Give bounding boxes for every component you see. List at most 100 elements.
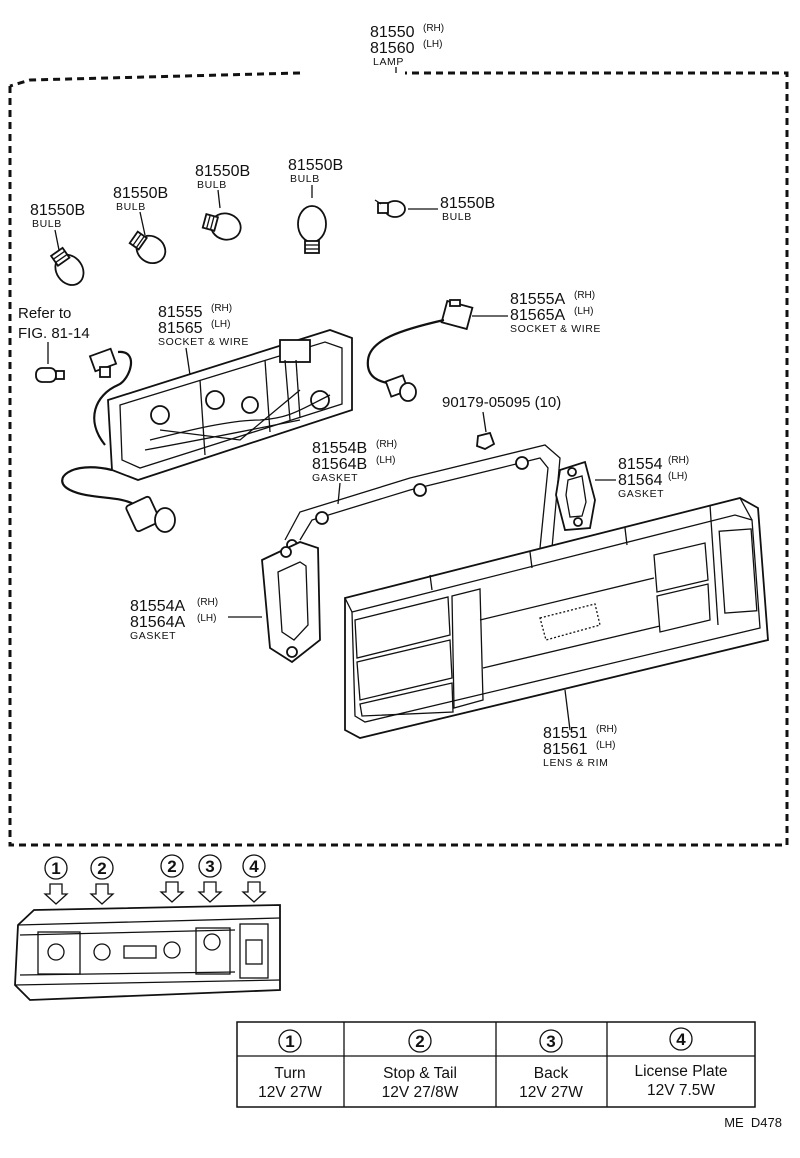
lens-pn-rh: 81551 [543, 725, 588, 742]
position-marker-2a: 2 [89, 856, 115, 905]
gasket-a-pn-rh: 81554A [130, 598, 185, 615]
bulb-spec-2-spec: 12V 27/8W [382, 1084, 459, 1101]
bulb-5-icon [374, 199, 406, 218]
side-wire [366, 318, 445, 386]
socket-wire-main-lh: (LH) [211, 319, 230, 330]
screw-pn: 90179-05095 (10) [442, 394, 561, 411]
bulb-spec-3-num: 3 [546, 1032, 555, 1051]
position-marker-1: 1 [43, 856, 69, 905]
socket-wire-side-name: SOCKET & WIRE [510, 323, 601, 335]
position-marker-2a-num: 2 [97, 859, 106, 878]
assembly-boundary-top [9, 71, 301, 88]
bulb-3-icon [201, 212, 242, 241]
bulb-1: 81550B BULB [30, 202, 85, 286]
bulb-spec-3-name: Back [534, 1065, 569, 1082]
screw-label: 90179-05095 (10) [442, 394, 561, 433]
socket-wire-side-label: 81555A (RH) 81565A (LH) SOCKET & WIRE [472, 290, 601, 335]
assembly-name: LAMP [373, 56, 404, 68]
bulb-2-icon [128, 230, 167, 265]
lens-pn-lh: 81561 [543, 741, 588, 758]
harness-wire-lower [61, 466, 136, 506]
gasket-small-pn-lh: 81564 [618, 472, 663, 489]
gasket-a-frame [261, 541, 321, 664]
socket-wire-main-leader [185, 347, 191, 376]
bulb-2-name: BULB [116, 201, 146, 213]
small-wedge-bulb-icon [35, 367, 65, 383]
harness-socket-upper [88, 347, 118, 378]
bulb-5-pn: 81550B [440, 195, 495, 212]
bulb-5-name: BULB [442, 211, 472, 223]
assembly-pn-rh: 81550 [370, 24, 415, 41]
harness-plate [107, 329, 353, 481]
position-marker-3-num: 3 [205, 857, 214, 876]
gasket-b-leader [337, 482, 341, 505]
lens-lh: (LH) [596, 740, 615, 751]
bulb-2-leader [139, 211, 146, 236]
harness-socket-lower [125, 495, 176, 533]
bulb-3-leader [217, 189, 221, 209]
bulb-1-icon [49, 246, 85, 286]
position-marker-1-num: 1 [51, 859, 60, 878]
socket-wire-main-name: SOCKET & WIRE [158, 336, 249, 348]
reference-line-1: Refer to [18, 305, 71, 322]
socket-wire-side-lh: (LH) [574, 306, 593, 317]
socket-wire-main-pn-rh: 81555 [158, 304, 203, 321]
gasket-b-rh: (RH) [376, 439, 397, 450]
bulb-3: 81550B BULB [195, 163, 250, 241]
position-marker-4-num: 4 [249, 857, 259, 876]
reference-note: Refer to FIG. 81-14 [18, 305, 90, 383]
bulb-spec-2-name: Stop & Tail [383, 1065, 457, 1082]
bulb-spec-1-spec: 12V 27W [258, 1084, 322, 1101]
bulb-spec-3-spec: 12V 27W [519, 1084, 583, 1101]
bulb-spec-4-name: License Plate [634, 1063, 727, 1080]
gasket-a-lh: (LH) [197, 613, 216, 624]
assembly-pn-lh: 81560 [370, 40, 415, 57]
socket-wire-main-pn-lh: 81565 [158, 320, 203, 337]
bulb-spec-2-num: 2 [415, 1032, 424, 1051]
bulb-spec-col-3: 3 Back 12V 27W [519, 1029, 583, 1101]
harness-wire-upper [93, 350, 133, 446]
bulb-spec-col-1: 1 Turn 12V 27W [258, 1029, 322, 1101]
bulb-spec-col-4: 4 License Plate 12V 7.5W [634, 1027, 728, 1099]
bulb-1-pn: 81550B [30, 202, 85, 219]
gasket-b-lh: (LH) [376, 455, 395, 466]
bulb-spec-col-2: 2 Stop & Tail 12V 27/8W [382, 1029, 459, 1101]
bulb-spec-1-name: Turn [274, 1065, 305, 1082]
gasket-a-name: GASKET [130, 630, 176, 642]
socket-wire-side-pn-rh: 81555A [510, 291, 565, 308]
socket-wire-main-label: 81555 (RH) 81565 (LH) SOCKET & WIRE [158, 303, 249, 376]
side-socket [384, 374, 417, 402]
gasket-small-rh: (RH) [668, 455, 689, 466]
bulb-3-name: BULB [197, 179, 227, 191]
bulb-4-pn: 81550B [288, 157, 343, 174]
bulb-4-icon [297, 205, 327, 254]
screw-leader [482, 411, 487, 433]
bulb-4: 81550B BULB [288, 157, 343, 254]
lens-leader [564, 689, 571, 731]
socket-wire-side-rh: (RH) [574, 290, 595, 301]
reference-line-2: FIG. 81-14 [18, 325, 90, 342]
assembly-rh-tag: (RH) [423, 23, 444, 34]
doc-code: ME D478 [724, 1115, 782, 1130]
lens-rim [344, 497, 769, 739]
position-marker-2b-num: 2 [167, 857, 176, 876]
lens-name: LENS & RIM [543, 757, 609, 769]
bulb-2-pn: 81550B [113, 185, 168, 202]
bulb-spec-1-num: 1 [285, 1032, 294, 1051]
assembly-boundary [8, 71, 789, 847]
position-marker-2b: 2 [159, 854, 185, 903]
gasket-small-frame [555, 460, 596, 531]
side-connector [440, 299, 474, 331]
bulb-spec-4-num: 4 [676, 1030, 686, 1049]
gasket-a-label: 81554A (RH) 81564A (LH) GASKET [130, 597, 262, 642]
position-marker-4: 4 [241, 854, 267, 903]
bulb-spec-table: 1 Turn 12V 27W 2 Stop & Tail 12V 27/8W 3… [236, 1021, 756, 1108]
gasket-small-pn-rh: 81554 [618, 456, 663, 473]
bulb-3-pn: 81550B [195, 163, 250, 180]
lens-rh: (RH) [596, 724, 617, 735]
gasket-small-lh: (LH) [668, 471, 687, 482]
bulb-4-name: BULB [290, 173, 320, 185]
gasket-small-label: 81554 (RH) 81564 (LH) GASKET [595, 455, 689, 500]
gasket-b-pn-lh: 81564B [312, 456, 367, 473]
